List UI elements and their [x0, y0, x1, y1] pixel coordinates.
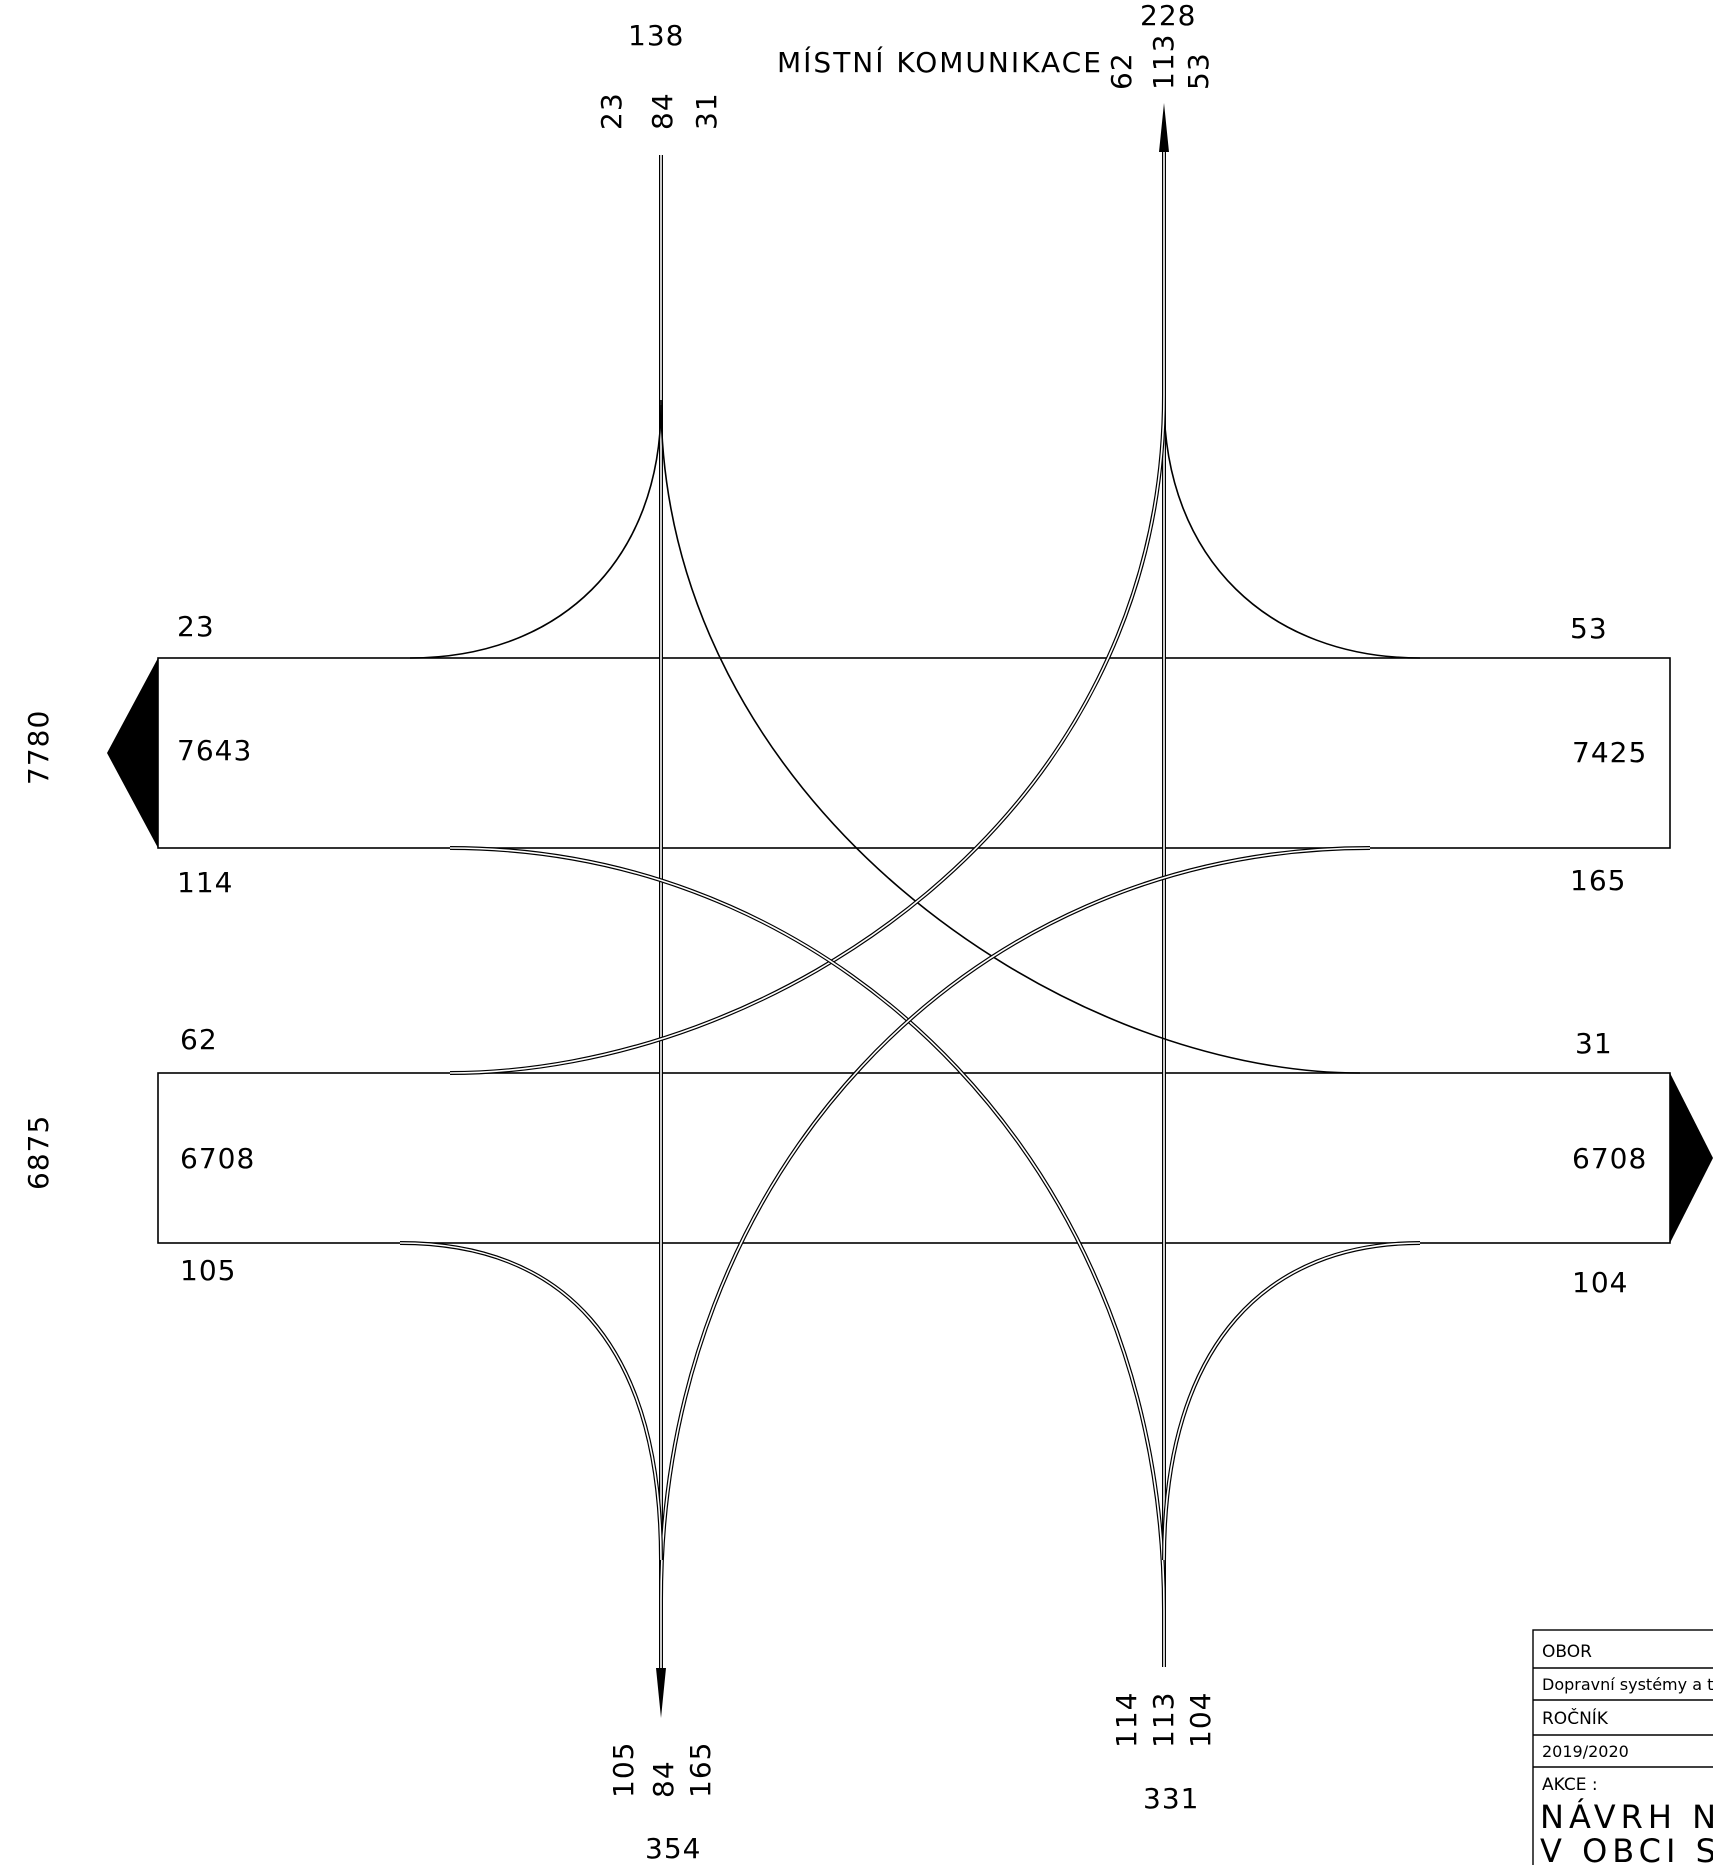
south-right-part-1: 114 — [1110, 1692, 1143, 1748]
nw-diagonal-curve — [660, 399, 1361, 1074]
sw-turn-curve — [399, 1241, 663, 1561]
se-turn-curve-inner — [1163, 1242, 1421, 1561]
north-left-total: 138 — [628, 19, 684, 52]
west-lower-main: 6708 — [180, 1142, 255, 1175]
east-upper-bottom: 165 — [1570, 864, 1626, 897]
south-left-part-3: 165 — [684, 1742, 717, 1798]
title-block: OBOR Dopravní systémy a te ROČNÍK 2019/2… — [1532, 1629, 1713, 1865]
e-diagonal-curve-inner — [660, 847, 1371, 1601]
title-obor-value: Dopravní systémy a te — [1542, 1675, 1713, 1694]
lower-main-band — [157, 1072, 1671, 1244]
south-left-part-2: 84 — [647, 1760, 680, 1798]
south-exit-arrow — [656, 1668, 666, 1718]
w-diagonal-curve — [449, 846, 1166, 1611]
west-upper-main: 7643 — [177, 734, 252, 767]
west-lower-top: 62 — [180, 1023, 218, 1056]
north-left-part-1: 23 — [595, 92, 628, 130]
road-label: MÍSTNÍ KOMUNIKACE — [777, 45, 1103, 79]
title-akce-line2: V OBCI SED — [1540, 1832, 1713, 1865]
nw-turn-curve — [409, 404, 662, 659]
south-left-total: 354 — [645, 1832, 701, 1865]
title-obor-label: OBOR — [1542, 1642, 1592, 1662]
north-right-part-1: 62 — [1105, 52, 1138, 90]
east-upper-top: 53 — [1570, 612, 1608, 645]
title-akce-label: AKCE : — [1542, 1775, 1598, 1795]
south-right-part-3: 104 — [1184, 1692, 1217, 1748]
west-upper-bottom: 114 — [177, 866, 233, 899]
north-left-part-2: 84 — [646, 92, 679, 130]
west-upper-top: 23 — [177, 610, 215, 643]
title-rocnik-label: ROČNÍK — [1542, 1707, 1609, 1729]
west-upper-total: 7780 — [22, 710, 55, 785]
w-diagonal-curve-inner — [449, 847, 1165, 1611]
west-lower-bottom: 105 — [180, 1254, 236, 1287]
east-direction-arrow — [1670, 1073, 1713, 1243]
north-left-part-3: 31 — [690, 92, 723, 130]
se-turn-curve — [1162, 1241, 1421, 1561]
south-right-total: 331 — [1143, 1782, 1199, 1815]
west-lower-total: 6875 — [22, 1115, 55, 1190]
south-right-part-2: 113 — [1147, 1692, 1180, 1748]
south-left-part-1: 105 — [607, 1742, 640, 1798]
title-rocnik-value: 2019/2020 — [1542, 1742, 1629, 1761]
ne-diagonal-curve — [449, 394, 1166, 1075]
north-right-part-2: 113 — [1147, 34, 1180, 90]
east-lower-bottom: 104 — [1572, 1266, 1628, 1299]
north-right-part-3: 53 — [1182, 52, 1215, 90]
east-upper-main: 7425 — [1572, 736, 1647, 769]
east-lower-main: 6708 — [1572, 1142, 1647, 1175]
north-right-total: 228 — [1140, 0, 1196, 32]
east-lower-top: 31 — [1575, 1027, 1613, 1060]
ne-turn-curve — [1163, 399, 1421, 659]
e-diagonal-curve — [659, 846, 1371, 1601]
upper-main-band — [157, 657, 1671, 849]
ne-diagonal-curve-inner — [449, 394, 1165, 1074]
title-akce-line1: NÁVRH NOV — [1540, 1798, 1713, 1836]
north-exit-arrow — [1159, 103, 1169, 152]
west-direction-arrow — [107, 658, 158, 848]
sw-turn-curve-inner — [399, 1242, 662, 1561]
